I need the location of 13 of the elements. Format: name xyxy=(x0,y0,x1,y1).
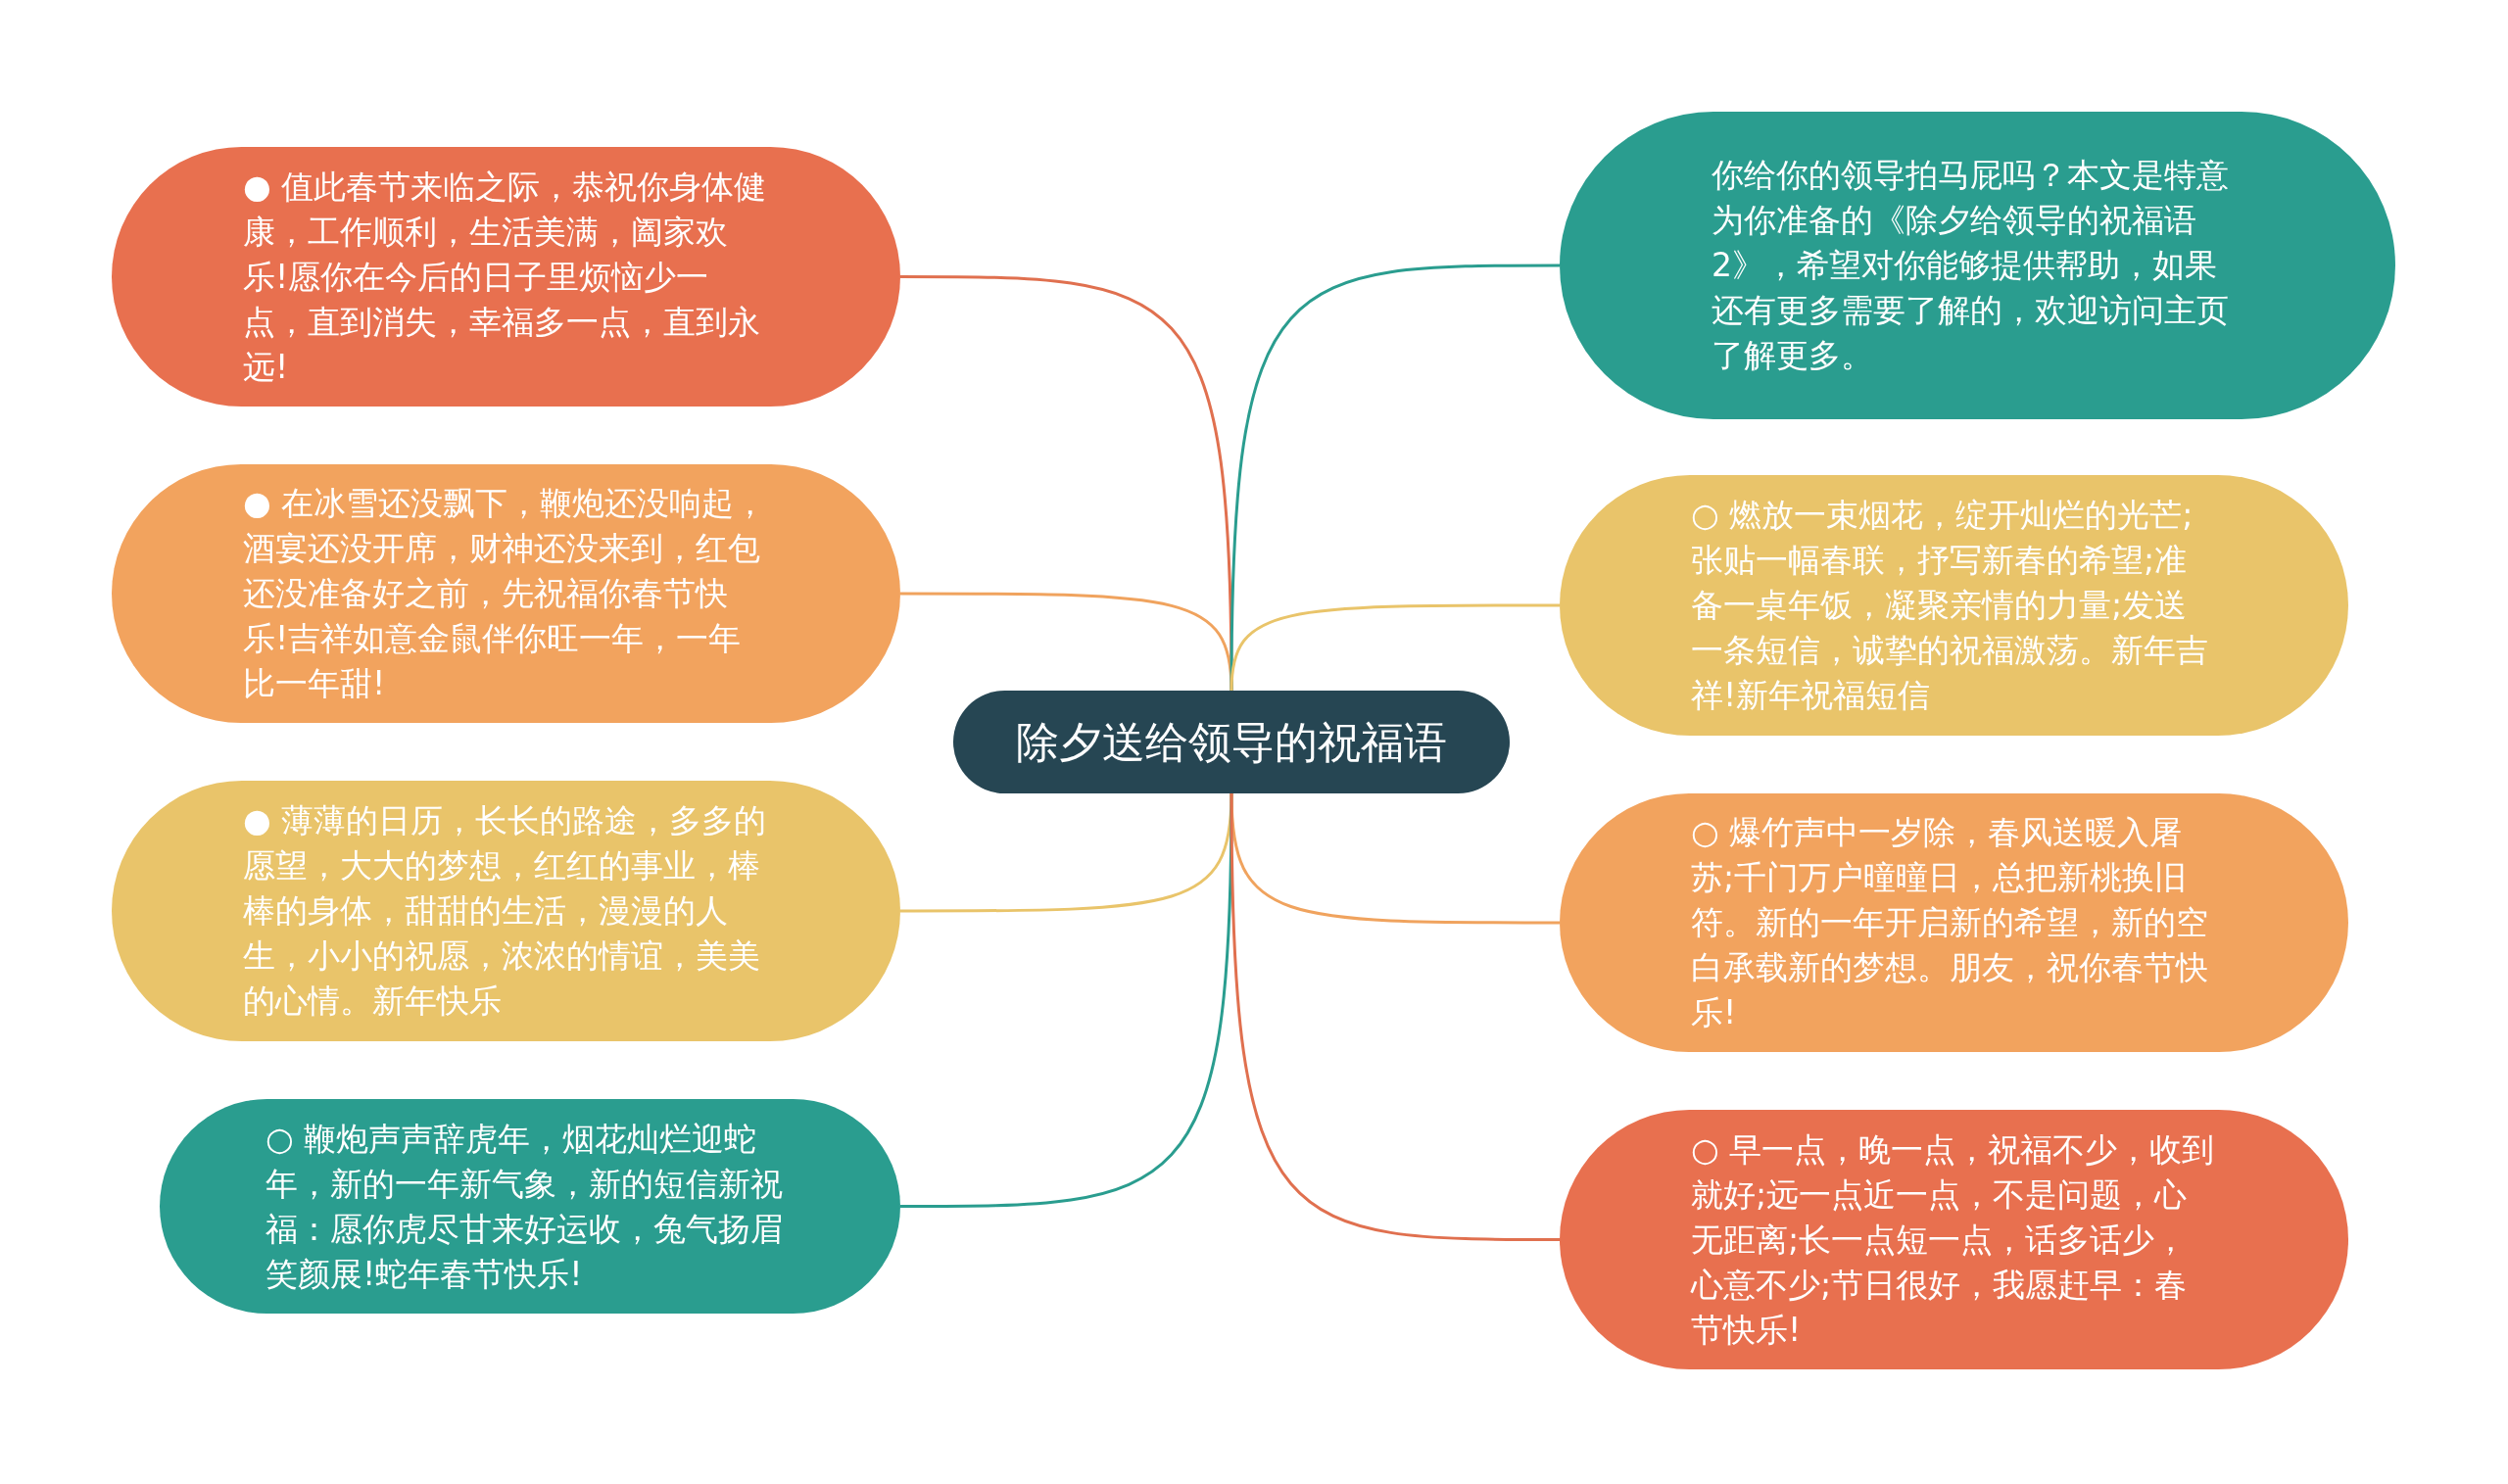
connector-line xyxy=(900,793,1233,1208)
branch-text: ○ 燃放一束烟花，绽开灿烂的光芒;张贴一幅春联，抒写新春的希望;准备一桌年饭，凝聚亲情的力量;发送一条短信，诚挚的祝福激荡。新年吉祥!新年祝福短信 xyxy=(1691,495,2209,716)
branch-text: ○ 早一点，晚一点，祝福不少，收到就好;远一点近一点，不是问题，心无距离;长一点短一点，话多话少，心意不少;节日很好，我愿赶早：春节快乐! xyxy=(1691,1128,2216,1351)
branch-text: ○ 爆竹声中一岁除，春风送暖入屠苏;千门万户曈曈日，总把新桃换旧符。新的一年开启新的希望，新的空白承载新的梦想。朋友，祝你春节快乐! xyxy=(1691,812,2209,1033)
branch-text: ● 值此春节来临之际，恭祝你身体健康，工作顺利，生活美满，阖家欢乐!愿你在今后的日子里烦恼少一点，直到消失，幸福多一点，直到永远! xyxy=(243,166,768,388)
branch-text: ● 在冰雪还没飘下，鞭炮还没响起，酒宴还没开席，财神还没来到，红包还没准备好之前，先祝福你春节快乐!吉祥如意金鼠伴你旺一年，一年比一年甜! xyxy=(243,483,768,704)
connector-line xyxy=(1230,793,1560,1241)
topic-text: 除夕送给领导的祝福语 xyxy=(1016,715,1447,769)
connector-line xyxy=(1230,603,1560,692)
branch-text: ● 薄薄的日历，长长的路途，多多的愿望，大大的梦想，红红的事业，棒棒的身体，甜甜的生活，漫漫的人生，小小的祝愿，浓浓的情谊，美美的心情。新年快乐 xyxy=(243,800,768,1022)
branch-text: ○ 鞭炮声声辞虎年，烟花灿烂迎蛇年，新的一年新气象，新的短信新祝福：愿你虎尽甘来好运收，兔气扬眉笑颜展!蛇年春节快乐! xyxy=(265,1118,784,1295)
branch-text: 你给你的领导拍马屁吗？本文是特意为你准备的《除夕给领导的祝福语2》，希望对你能够提供帮助，如果还有更多需要了解的，欢迎访问主页了解更多。 xyxy=(1712,155,2230,376)
connector-line xyxy=(1230,263,1560,691)
